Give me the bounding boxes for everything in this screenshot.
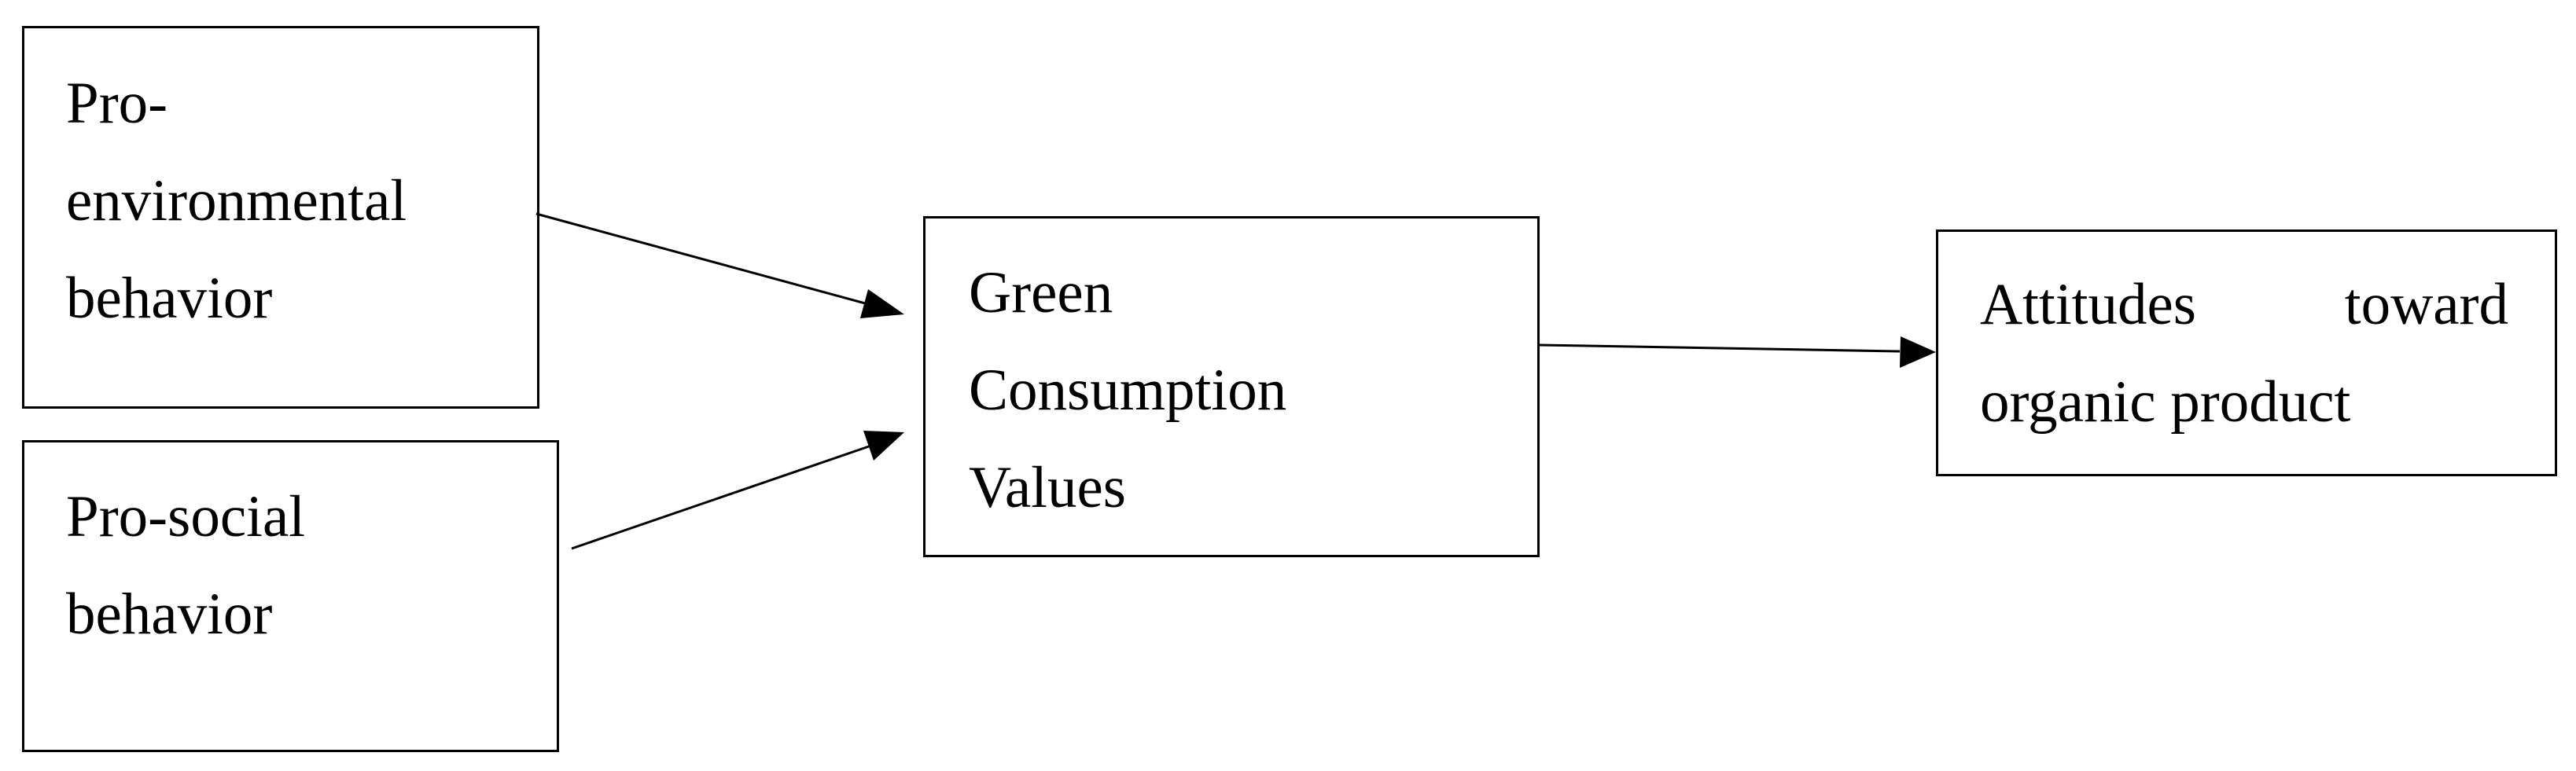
edge-green-to-attitudes — [1539, 343, 1901, 353]
pro-social-box — [22, 440, 559, 752]
green-consumption-line-1: Green — [969, 260, 1113, 325]
edge-proenv-to-green — [535, 212, 869, 306]
pro-environmental-line-1: Pro- — [66, 71, 168, 136]
edge-prosoc-to-green — [571, 445, 870, 550]
arrowhead-green-to-attitudes — [1900, 336, 1936, 368]
attitudes-line-2: organic product — [1980, 369, 2351, 435]
attitudes-word-2: toward — [2344, 272, 2508, 337]
pro-social-line-1: Pro-social — [66, 484, 306, 549]
pro-social-label: Pro-social behavior — [66, 468, 305, 663]
pro-environmental-box — [22, 26, 539, 409]
green-consumption-label: Green Consumption Values — [969, 244, 1286, 537]
pro-social-line-2: behavior — [66, 582, 273, 647]
green-consumption-line-3: Values — [969, 455, 1126, 520]
arrowhead-proenv-to-green — [860, 289, 904, 318]
green-consumption-box — [923, 216, 1540, 557]
pro-environmental-line-2: environmental — [66, 168, 407, 233]
attitudes-label: Attitudes toward organic product — [1980, 256, 2508, 451]
pro-environmental-line-3: behavior — [66, 266, 273, 331]
green-consumption-line-2: Consumption — [969, 358, 1287, 423]
pro-environmental-label: Pro- environmental behavior — [66, 55, 407, 347]
attitudes-box — [1936, 229, 2557, 476]
arrowhead-prosoc-to-green — [863, 431, 904, 461]
attitudes-line-1: Attitudes toward — [1980, 256, 2508, 354]
attitudes-word-1: Attitudes — [1980, 272, 2196, 337]
